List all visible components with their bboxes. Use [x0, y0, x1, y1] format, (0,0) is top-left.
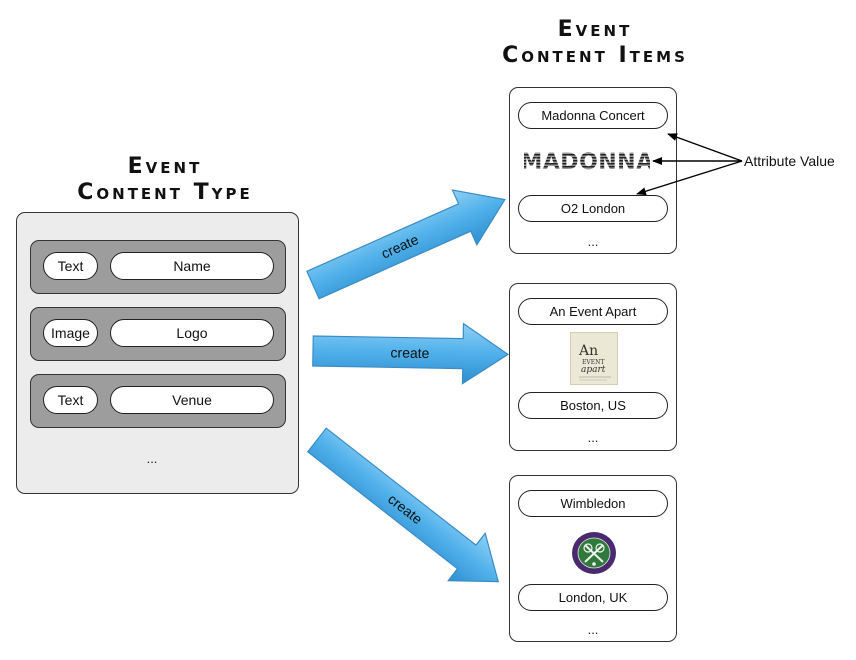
attribute-name-pill: Venue	[110, 386, 274, 414]
more-values-ellipsis: ...	[587, 622, 599, 637]
create-arrow-3: create	[306, 427, 500, 583]
attribute-value-label: Attribute Value	[744, 153, 835, 169]
content-type-title: Event Content Type	[40, 154, 290, 206]
attribute-name-pill: Logo	[110, 319, 274, 347]
attribute-row-venue: Text Venue	[30, 374, 286, 428]
content-item-madonna: Madonna Concert MADONNA O2 London ...	[509, 87, 677, 254]
item-name-pill: Madonna Concert	[518, 102, 668, 129]
content-type-title-line2: Content Type	[77, 180, 253, 205]
item-venue-pill: London, UK	[518, 584, 668, 611]
content-item-event-apart: An Event Apart An EVENT apart Boston, US…	[509, 283, 677, 451]
create-label-2: create	[390, 344, 429, 361]
event-apart-logo: An EVENT apart	[570, 332, 618, 385]
more-values-ellipsis: ...	[587, 234, 599, 249]
content-item-wimbledon: Wimbledon London, UK ...	[509, 475, 677, 642]
more-values-ellipsis: ...	[587, 430, 599, 445]
attribute-row-name: Text Name	[30, 240, 286, 294]
item-name-pill: Wimbledon	[518, 490, 668, 517]
attribute-name-pill: Name	[110, 252, 274, 280]
create-arrow-2: create	[312, 322, 510, 385]
content-items-title: Event Content Items	[470, 17, 720, 69]
item-name-pill: An Event Apart	[518, 298, 668, 325]
attribute-type-pill: Image	[43, 319, 98, 347]
madonna-logo-text: MADONNA	[524, 150, 650, 174]
content-items-title-line1: Event	[557, 17, 633, 42]
item-venue-pill: O2 London	[518, 195, 668, 222]
svg-text:An: An	[578, 343, 598, 359]
svg-text:EVENT: EVENT	[582, 359, 604, 366]
wimbledon-logo	[571, 531, 617, 575]
svg-text:apart: apart	[581, 365, 606, 375]
content-items-title-line2: Content Items	[502, 43, 688, 68]
attribute-type-pill: Text	[43, 386, 98, 414]
content-type-title-line1: Event	[127, 154, 203, 179]
attribute-value-pointers	[636, 133, 743, 196]
more-attributes-ellipsis: ...	[146, 451, 158, 466]
attribute-row-logo: Image Logo	[30, 307, 286, 361]
attribute-type-pill: Text	[43, 252, 98, 280]
create-arrow-1: create	[306, 189, 506, 300]
madonna-logo: MADONNA	[520, 148, 653, 175]
item-venue-pill: Boston, US	[518, 392, 668, 419]
content-type-box: Text Name Image Logo Text Venue ...	[16, 212, 299, 494]
